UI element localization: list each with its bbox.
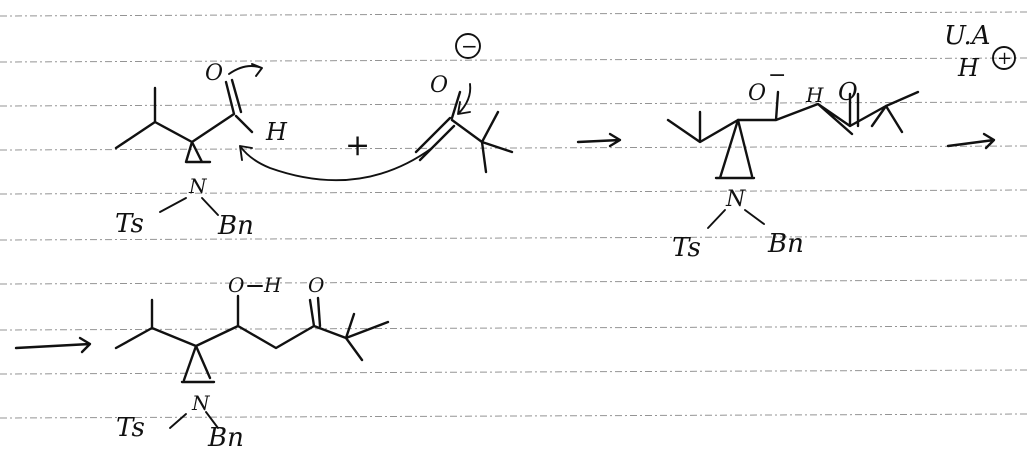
- reaction-arrow-3: [14, 336, 92, 354]
- adduct-ketone-oxygen: O: [838, 78, 858, 106]
- reaction-conditions: U.A H +: [944, 21, 1016, 82]
- n-bn-bond: [201, 197, 219, 216]
- reaction-arrow-2: [946, 132, 996, 150]
- reactant-aziridine-aldehyde: O H N Ts Bn: [114, 61, 288, 241]
- chelate-hydrogen: H: [263, 273, 282, 297]
- proton-charge-circle: [992, 46, 1016, 70]
- aldehyde-oxygen-label: O: [205, 61, 223, 86]
- enolate-minus-charge: −: [461, 34, 478, 58]
- chelate-n-bn-bond: [205, 411, 219, 429]
- attack-curved-arrow: [239, 145, 433, 182]
- chelate-aziridine-ring: [180, 344, 216, 384]
- chelate-oxygen-1: O: [228, 273, 244, 297]
- adduct-n-ts-bond: [707, 209, 726, 229]
- reactant-enolate: O −: [239, 33, 514, 182]
- adduct-aziridine-ring: [714, 118, 756, 180]
- enolate-skeleton: [414, 90, 514, 174]
- tosyl-label: Ts: [115, 209, 144, 239]
- chelate-oxygen-2: O: [308, 273, 324, 297]
- proton-plus-charge: +: [997, 48, 1012, 69]
- chelate-tosyl-label: Ts: [116, 413, 145, 443]
- adduct-alkoxide-minus: −: [768, 63, 786, 88]
- adduct-alkoxide-oxygen: O: [748, 81, 766, 106]
- reaction-arrow-1: [576, 132, 622, 148]
- chelate-nitrogen: N: [191, 391, 211, 415]
- enolate-push-arrow: [457, 83, 472, 115]
- benzyl-label: Bn: [217, 211, 254, 241]
- plus-sign: +: [345, 128, 370, 163]
- chelate-skeleton: [114, 294, 390, 362]
- n-ts-bond: [159, 197, 187, 213]
- product-alkoxide-adduct: O − H O N Ts Bn: [666, 63, 920, 263]
- adduct-nitrogen-label: N: [725, 187, 746, 212]
- enolate-oxygen-label: O: [430, 73, 448, 98]
- aziridine-nitrogen-label: N: [188, 174, 208, 198]
- ruled-lines: [0, 11, 1027, 419]
- chelate-benzyl-label: Bn: [207, 423, 244, 453]
- enolate-charge-circle: [455, 33, 481, 59]
- reactant-skeleton: [114, 78, 254, 164]
- aldehyde-hydrogen-label: H: [265, 118, 288, 146]
- adduct-skeleton: [666, 90, 920, 144]
- conditions-line-1: U.A: [944, 21, 991, 51]
- adduct-tosyl-label: Ts: [672, 233, 701, 263]
- adduct-hydrogen-label: H: [805, 83, 824, 107]
- adduct-benzyl-label: Bn: [767, 229, 804, 259]
- adduct-n-bn-bond: [744, 209, 765, 225]
- carbonyl-curved-arrow: [228, 63, 263, 77]
- conditions-proton: H: [957, 54, 980, 82]
- product-chelate: O H O N Ts Bn: [114, 273, 390, 453]
- chelate-n-ts-bond: [169, 413, 187, 429]
